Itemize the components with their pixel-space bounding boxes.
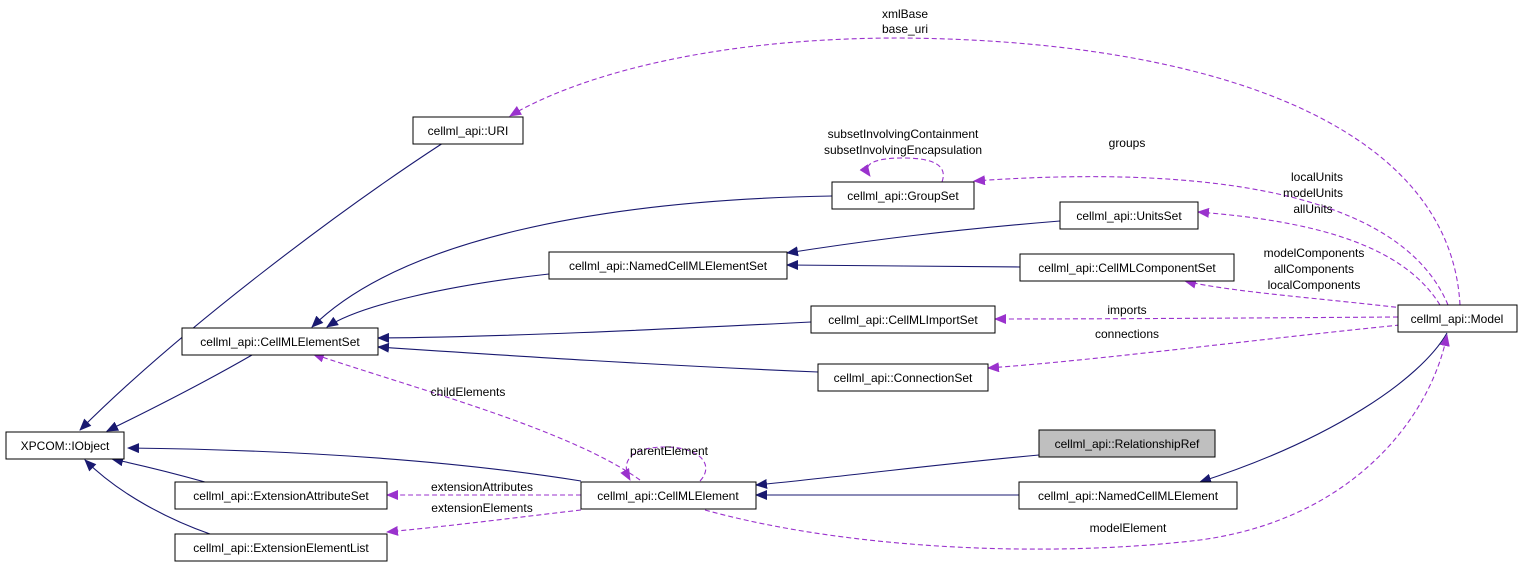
node-units-set-label: cellml_api::UnitsSet (1076, 209, 1182, 223)
label-groups: groups (1109, 136, 1146, 150)
edge-cellmlelement-to-elementset (312, 352, 641, 481)
label-xml-base: xmlBase (882, 7, 928, 21)
node-extension-attribute-set-label: cellml_api::ExtensionAttributeSet (193, 489, 369, 503)
label-parent-element: parentElement (630, 444, 709, 458)
node-units-set[interactable]: cellml_api::UnitsSet (1059, 201, 1199, 230)
edge-model-to-groupset (973, 175, 1449, 306)
node-cellml-element-set[interactable]: cellml_api::CellMLElementSet (181, 327, 379, 356)
node-cellml-import-set[interactable]: cellml_api::CellMLImportSet (810, 305, 996, 334)
label-subset-containment: subsetInvolvingContainment (828, 127, 979, 141)
node-cellml-element[interactable]: cellml_api::CellMLElement (580, 481, 757, 510)
edge-cellmlelement-to-extelemlist (386, 509, 582, 536)
label-all-components: allComponents (1274, 262, 1354, 276)
node-named-cellml-element-label: cellml_api::NamedCellMLElement (1038, 489, 1219, 503)
node-extension-element-list-label: cellml_api::ExtensionElementList (193, 541, 369, 555)
edge-importset-to-elementset (377, 321, 812, 343)
node-extension-element-list[interactable]: cellml_api::ExtensionElementList (174, 533, 388, 562)
edge-cellmlelement-self (620, 446, 707, 482)
inheritance-edges (79, 142, 1448, 535)
label-connections: connections (1095, 327, 1159, 341)
edge-cellmlelement-to-model (704, 334, 1450, 550)
edge-namedset-to-elementset (326, 273, 550, 328)
node-relationship-ref-label: cellml_api::RelationshipRef (1055, 437, 1200, 451)
node-uri[interactable]: cellml_api::URI (412, 116, 524, 145)
node-group-set-label: cellml_api::GroupSet (847, 189, 959, 203)
node-extension-attribute-set[interactable]: cellml_api::ExtensionAttributeSet (174, 481, 388, 510)
edge-connectionset-to-elementset (377, 342, 819, 373)
edge-model-to-importset (994, 313, 1399, 324)
node-named-cellml-element[interactable]: cellml_api::NamedCellMLElement (1018, 481, 1238, 510)
node-iobject[interactable]: XPCOM::IObject (5, 431, 125, 460)
node-cellml-element-set-label: cellml_api::CellMLElementSet (200, 335, 360, 349)
edge-model-to-componentset (1184, 278, 1421, 311)
label-imports: imports (1107, 303, 1146, 317)
label-local-components: localComponents (1268, 278, 1361, 292)
node-cellml-element-label: cellml_api::CellMLElement (597, 489, 739, 503)
label-subset-encapsulation: subsetInvolvingEncapsulation (824, 143, 982, 157)
edge-unitsset-to-namedset (786, 220, 1061, 257)
node-named-cellml-element-set-label: cellml_api::NamedCellMLElementSet (569, 259, 768, 273)
node-uri-label: cellml_api::URI (428, 124, 509, 138)
edge-groupset-self (859, 157, 944, 183)
label-local-units: localUnits (1291, 170, 1343, 184)
label-model-units: modelUnits (1283, 186, 1343, 200)
label-base-uri: base_uri (882, 22, 928, 36)
node-named-cellml-element-set[interactable]: cellml_api::NamedCellMLElementSet (548, 251, 788, 280)
edge-relref-to-cellmlelement (755, 454, 1040, 489)
label-all-units: allUnits (1293, 202, 1332, 216)
edge-cellmlelement-to-iobject (127, 443, 582, 482)
edge-componentset-to-namedset (786, 260, 1021, 271)
node-connection-set[interactable]: cellml_api::ConnectionSet (817, 363, 989, 392)
label-model-element: modelElement (1090, 521, 1167, 535)
label-model-components: modelComponents (1264, 246, 1365, 260)
label-extension-attributes: extensionAttributes (431, 480, 533, 494)
node-group-set[interactable]: cellml_api::GroupSet (831, 181, 975, 210)
label-extension-elements: extensionElements (431, 501, 532, 515)
usage-edges (312, 37, 1461, 550)
node-cellml-component-set[interactable]: cellml_api::CellMLComponentSet (1019, 253, 1235, 282)
label-child-elements: childElements (431, 385, 506, 399)
edge-groupset-to-elementset (311, 195, 833, 328)
edge-model-to-uri (509, 37, 1461, 306)
node-cellml-component-set-label: cellml_api::CellMLComponentSet (1038, 261, 1216, 275)
edge-model-to-namedelement (1199, 332, 1448, 484)
edge-uri-to-iobject (79, 142, 444, 431)
edge-model-to-unitsset (1197, 207, 1441, 306)
node-cellml-import-set-label: cellml_api::CellMLImportSet (828, 313, 978, 327)
edge-model-to-connectionset (987, 324, 1401, 373)
edge-extelemlist-to-iobject (84, 459, 211, 535)
edge-labels: xmlBase base_uri subsetInvolvingContainm… (431, 7, 1365, 535)
node-model[interactable]: cellml_api::Model (1397, 304, 1518, 333)
node-connection-set-label: cellml_api::ConnectionSet (834, 371, 973, 385)
edge-extattrset-to-iobject (111, 456, 206, 483)
edge-elementset-to-iobject (106, 354, 253, 432)
node-iobject-label: XPCOM::IObject (21, 439, 110, 453)
node-relationship-ref[interactable]: cellml_api::RelationshipRef (1038, 429, 1216, 458)
node-model-label: cellml_api::Model (1411, 312, 1504, 326)
